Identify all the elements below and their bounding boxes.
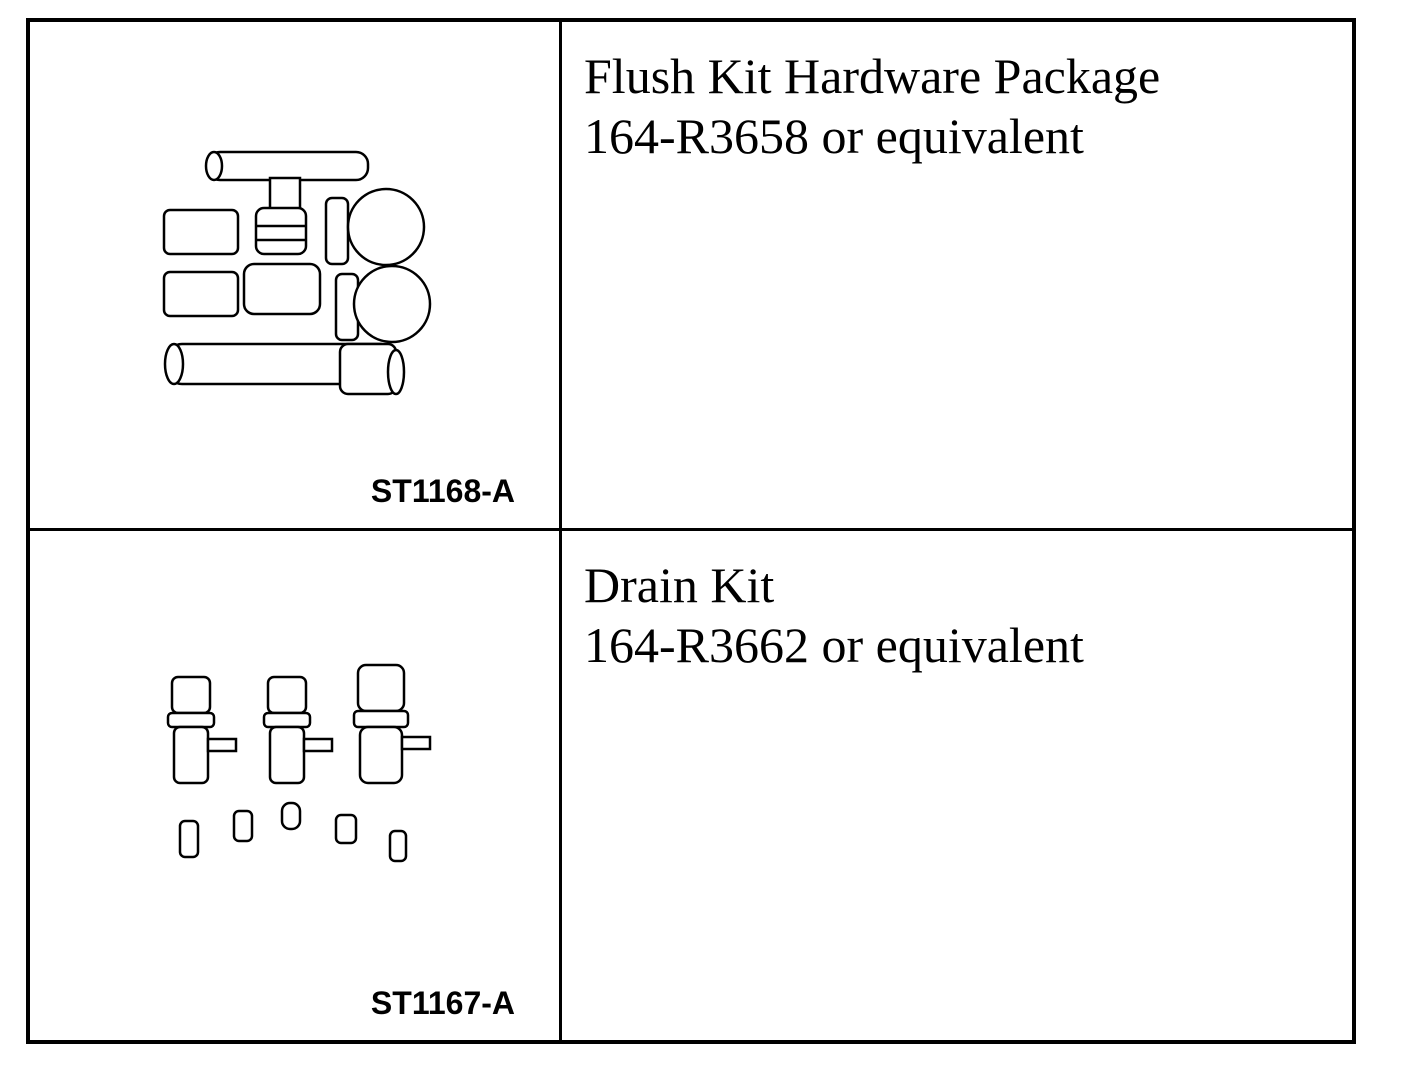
flush-kit-hardware-illustration bbox=[162, 150, 432, 396]
tool-part-number: 164-R3658 or equivalent bbox=[584, 108, 1084, 164]
illustration-code: ST1167-A bbox=[370, 985, 515, 1021]
special-tools-table: ST1168-A Flush Kit Hardware Package 164-… bbox=[26, 18, 1356, 1044]
tool-description-cell: Drain Kit 164-R3662 or equivalent bbox=[562, 531, 1352, 1040]
tool-name: Drain Kit bbox=[584, 557, 775, 613]
drain-kit-illustration bbox=[166, 663, 432, 863]
tool-name: Flush Kit Hardware Package bbox=[584, 48, 1161, 104]
illustration-code: ST1168-A bbox=[370, 473, 515, 509]
tool-description-cell: Flush Kit Hardware Package 164-R3658 or … bbox=[562, 22, 1352, 531]
tool-illustration-cell: ST1167-A bbox=[30, 531, 562, 1040]
tool-part-number: 164-R3662 or equivalent bbox=[584, 617, 1084, 673]
tool-illustration-cell: ST1168-A bbox=[30, 22, 562, 531]
